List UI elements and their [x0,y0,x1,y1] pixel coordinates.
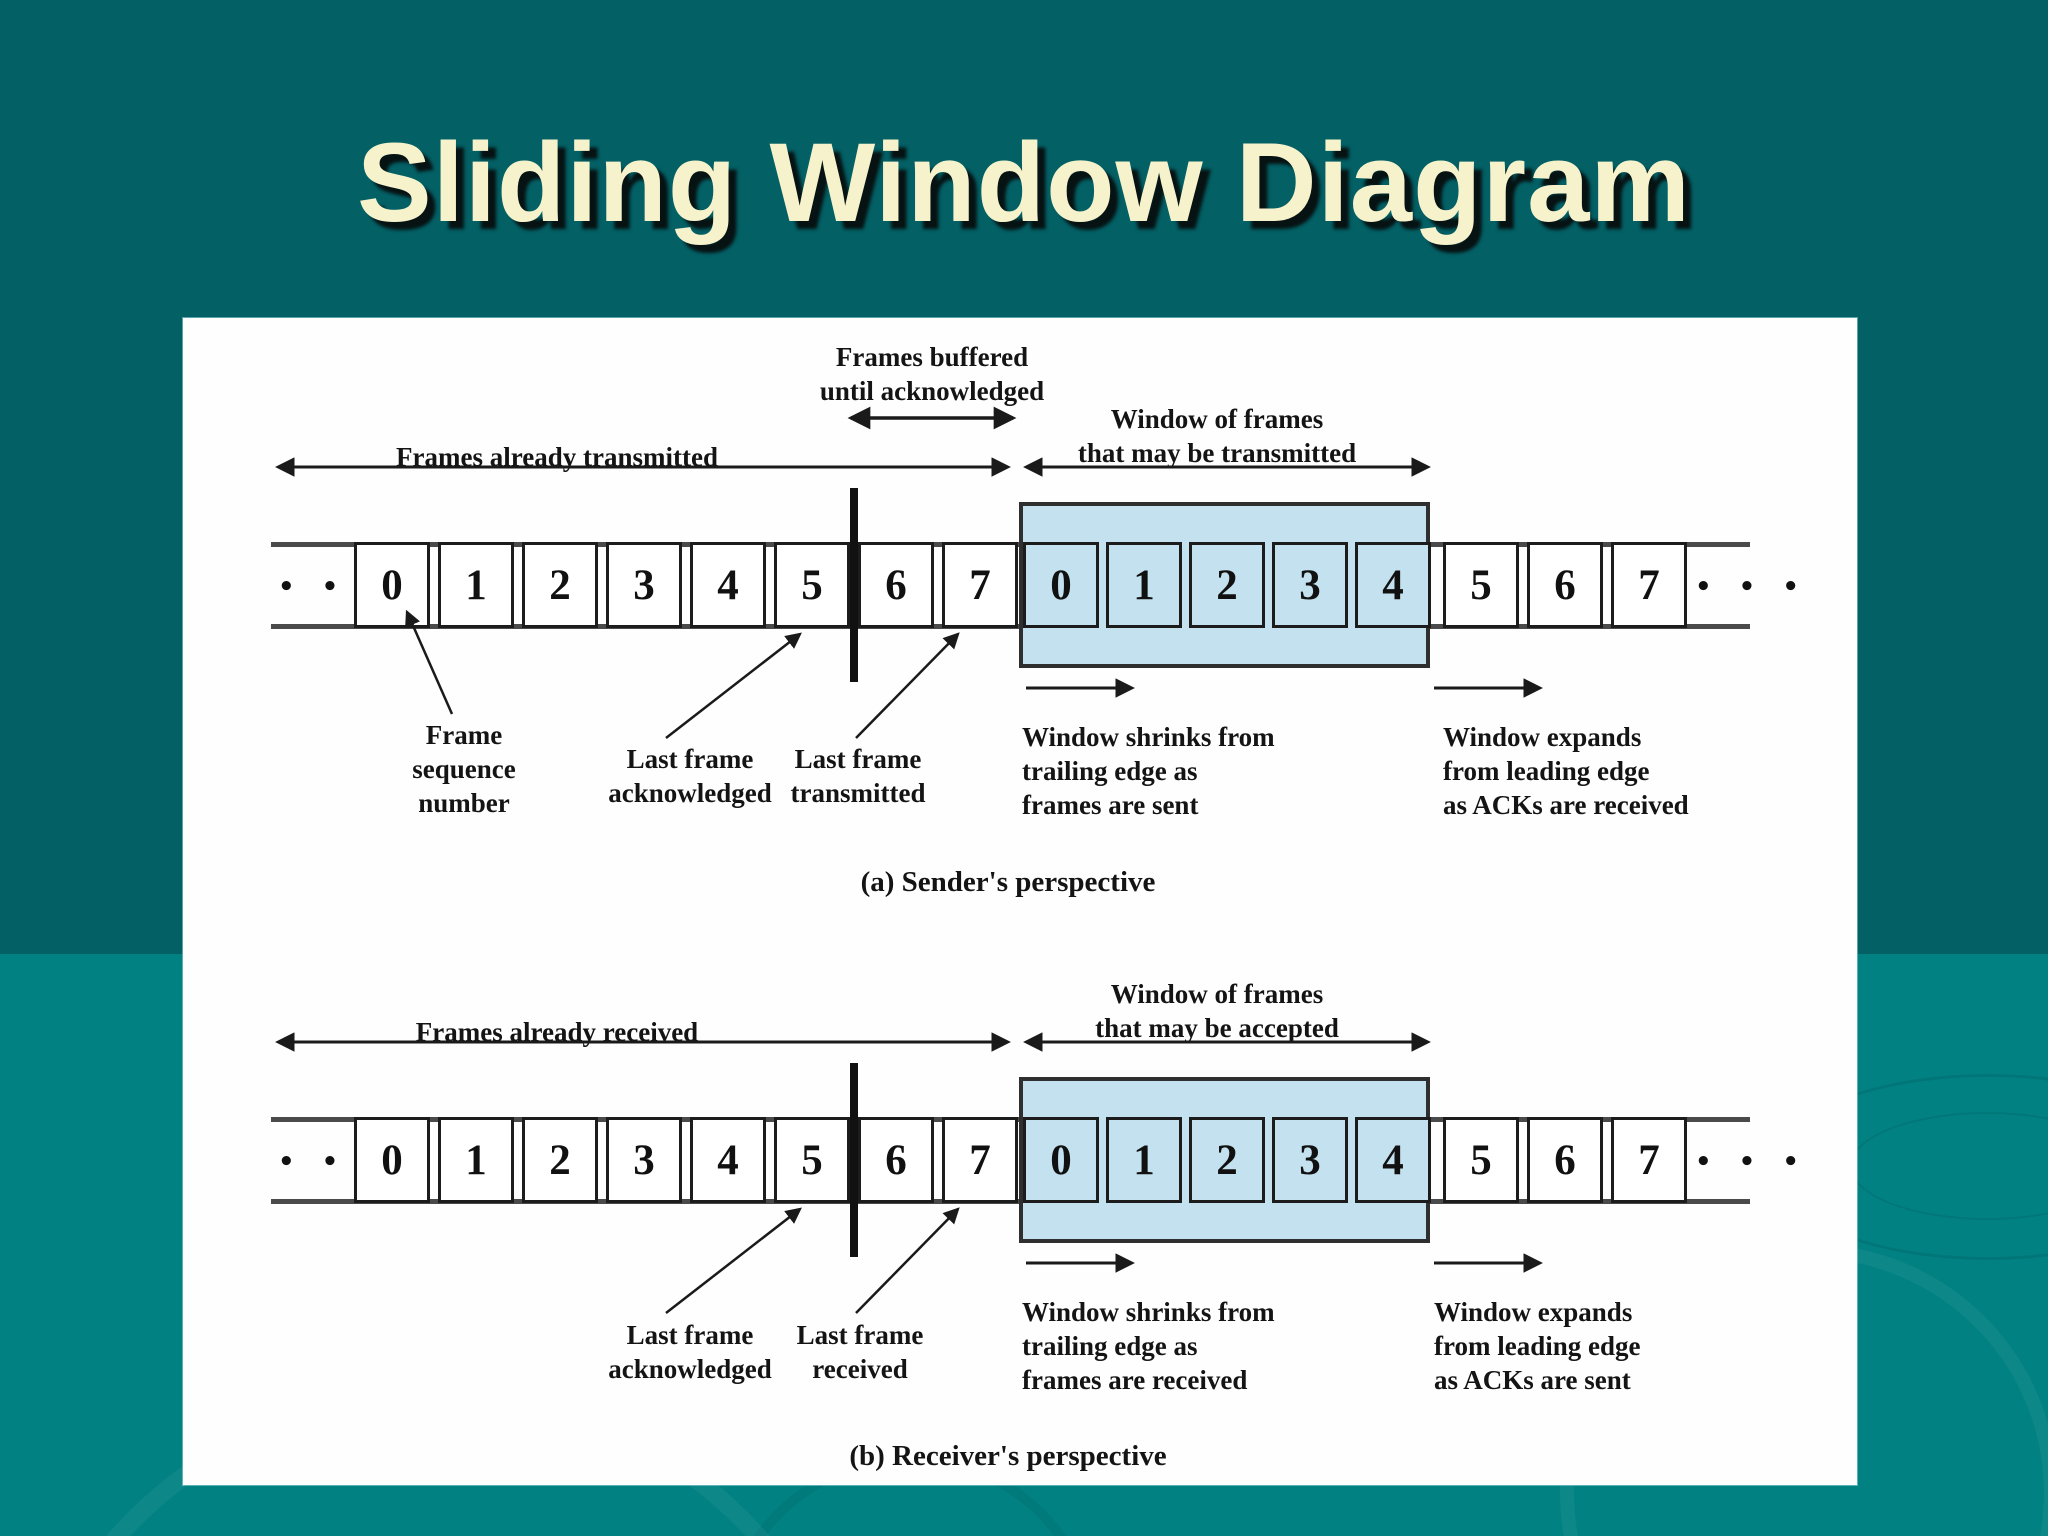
arrow-last-ack-pointer [665,1207,802,1314]
slide-title: Sliding Window Diagram [357,120,1691,245]
frame-cell: 2 [522,1117,598,1203]
frame-cell: 1 [438,542,514,628]
last-ack-boundary-bar [850,488,858,682]
frame-cell: 7 [942,542,1018,628]
callout-last-frame-acknowledged: Last frame acknowledged [608,744,772,808]
frame-cell: 3 [606,1117,682,1203]
frame-cell: 3 [606,542,682,628]
ellipsis-right: • • • [1695,572,1808,602]
frame-cell: 7 [1611,1117,1687,1203]
frame-cell: 0 [354,1117,430,1203]
arrow-last-received-pointer [855,1207,960,1314]
frame-cell: 6 [858,1117,934,1203]
frame-cell: 4 [690,1117,766,1203]
arrow-last-ack-pointer [665,632,802,739]
frame-cell: 7 [1611,542,1687,628]
callout-window-shrinks: Window shrinks from trailing edge as fra… [1022,722,1275,820]
frame-cell: 6 [858,542,934,628]
frame-cell-window: 3 [1272,1117,1348,1203]
frame-cell-window: 4 [1355,1117,1431,1203]
frame-cell: 5 [1443,1117,1519,1203]
callout-last-frame-received: Last frame received [796,1320,924,1384]
last-ack-boundary-bar [850,1063,858,1257]
callout-last-frame-transmitted: Last frame transmitted [790,744,926,808]
callout-window-shrinks: Window shrinks from trailing edge as fra… [1022,1297,1275,1395]
frame-cell-window: 1 [1106,1117,1182,1203]
frame-cell: 1 [438,1117,514,1203]
frame-cell-window: 0 [1023,1117,1099,1203]
frame-cell: 7 [942,1117,1018,1203]
frame-cell: 0 [354,542,430,628]
frame-cell-window: 4 [1355,542,1431,628]
frame-cell: 5 [774,542,850,628]
caption-receiver: (b) Receiver's perspective [849,1440,1167,1472]
frame-cell: 6 [1527,1117,1603,1203]
frame-cell: 2 [522,542,598,628]
frame-cell-window: 2 [1189,542,1265,628]
ellipsis-right: • • • [1695,1147,1808,1177]
frame-cell-window: 2 [1189,1117,1265,1203]
frame-cell: 4 [690,542,766,628]
frame-cell-window: 1 [1106,542,1182,628]
callout-last-frame-acknowledged: Last frame acknowledged [608,1320,772,1384]
frame-cell: 5 [1443,542,1519,628]
label-frames-buffered: Frames buffered until acknowledged [819,342,1045,406]
caption-sender: (a) Sender's perspective [860,866,1156,898]
callout-frame-sequence-number: Frame sequence number [412,720,516,818]
frame-cell: 5 [774,1117,850,1203]
callout-window-expands: Window expands from leading edge as ACKs… [1443,722,1689,820]
arrow-last-transmitted-pointer [855,632,960,739]
arrow-frame-sequence-pointer [405,609,454,715]
frame-cell-window: 0 [1023,542,1099,628]
frame-cell: 6 [1527,542,1603,628]
callout-window-expands: Window expands from leading edge as ACKs… [1434,1297,1641,1395]
frame-cell-window: 3 [1272,542,1348,628]
